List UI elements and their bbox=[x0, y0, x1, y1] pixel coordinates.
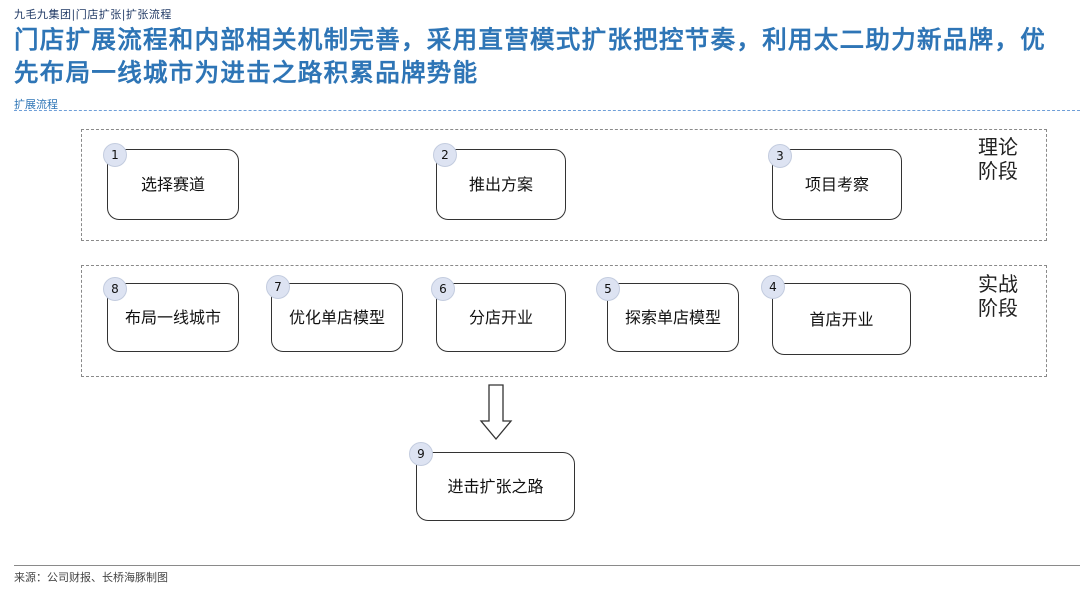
step-3-box: 项目考察 bbox=[772, 149, 902, 220]
practice-stage-label: 实战阶段 bbox=[978, 272, 1018, 320]
step-8-label: 布局一线城市 bbox=[124, 308, 221, 327]
step-7-number-badge: 7 bbox=[266, 275, 290, 299]
theory-stage-frame bbox=[81, 129, 1047, 241]
source-note: 来源：公司财报、长桥海豚制图 bbox=[14, 571, 168, 584]
breadcrumb: 九毛九集团|门店扩张|扩张流程 bbox=[14, 8, 172, 21]
step-8-number-badge: 8 bbox=[103, 277, 127, 301]
section-label: 扩展流程 bbox=[14, 98, 58, 111]
step-2-box: 推出方案 bbox=[436, 149, 566, 220]
step-6-number-badge: 6 bbox=[431, 277, 455, 301]
step-9-label: 进击扩张之路 bbox=[447, 477, 544, 496]
step-1-box: 选择赛道 bbox=[107, 149, 239, 220]
step-1-number-badge: 1 bbox=[103, 143, 127, 167]
step-3-label: 项目考察 bbox=[804, 175, 869, 194]
step-5-label: 探索单店模型 bbox=[624, 308, 721, 327]
step-5-number-badge: 5 bbox=[596, 277, 620, 301]
step-4-number-badge: 4 bbox=[761, 275, 785, 299]
step-3-number-badge: 3 bbox=[768, 144, 792, 168]
page-title: 门店扩展流程和内部相关机制完善，采用直营模式扩张把控节奏，利用太二助力新品牌，优… bbox=[14, 25, 1046, 87]
theory-stage-label: 理论阶段 bbox=[978, 135, 1018, 183]
step-2-label: 推出方案 bbox=[468, 175, 533, 194]
step-4-label: 首店开业 bbox=[809, 309, 874, 329]
step-6-label: 分店开业 bbox=[468, 308, 533, 327]
step-9-number-badge: 9 bbox=[409, 442, 433, 466]
step-8-box: 布局一线城市 bbox=[107, 283, 239, 352]
step-9-box: 进击扩张之路 bbox=[416, 452, 575, 521]
step-2-number-badge: 2 bbox=[433, 143, 457, 167]
practice-stage-frame bbox=[81, 265, 1047, 377]
step-1-label: 选择赛道 bbox=[140, 175, 205, 194]
down-arrow-icon bbox=[479, 384, 513, 441]
step-5-box: 探索单店模型 bbox=[607, 283, 739, 352]
footer-divider bbox=[14, 565, 1080, 566]
step-7-label: 优化单店模型 bbox=[288, 308, 385, 327]
section-divider bbox=[14, 110, 1080, 111]
step-4-box: 首店开业 bbox=[772, 283, 911, 355]
step-7-box: 优化单店模型 bbox=[271, 283, 403, 352]
step-6-box: 分店开业 bbox=[436, 283, 566, 352]
